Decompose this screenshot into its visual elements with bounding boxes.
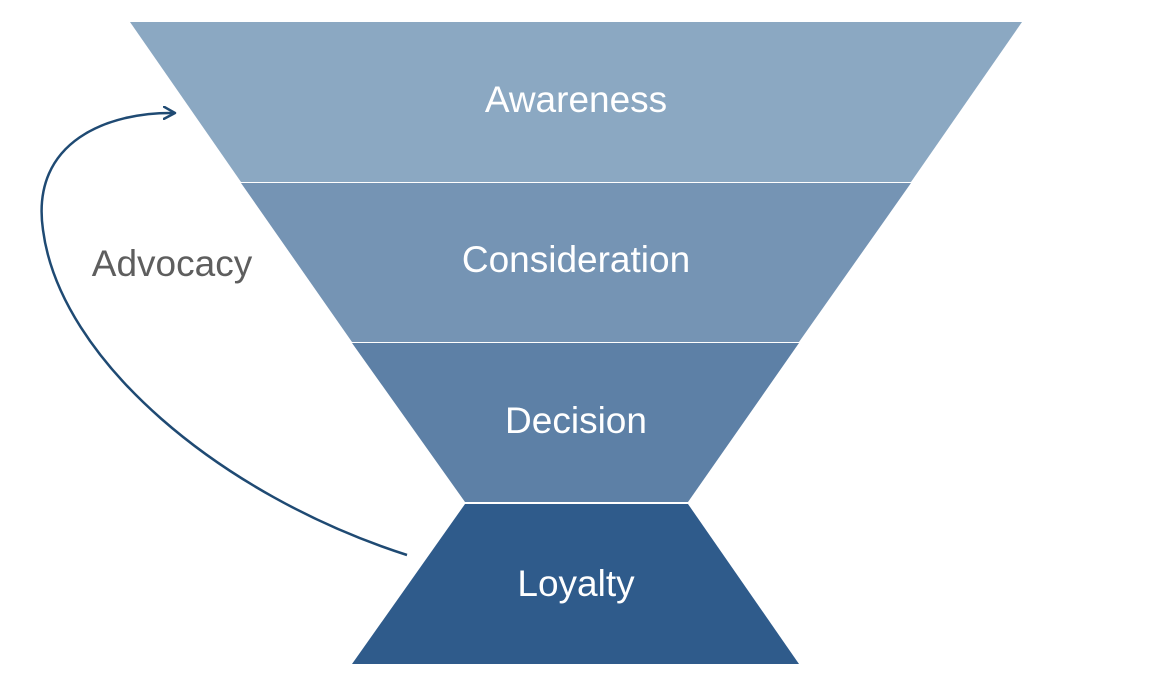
funnel-stage-awareness	[130, 22, 1022, 182]
stage-label-loyalty: Loyalty	[517, 563, 635, 604]
funnel-stage-loyalty	[352, 504, 799, 664]
advocacy-arrow	[40, 113, 408, 557]
stage-label-decision: Decision	[505, 400, 647, 441]
stage-label-awareness: Awareness	[485, 79, 667, 120]
funnel-stage-consideration	[241, 183, 911, 342]
advocacy-label: Advocacy	[92, 243, 253, 284]
stage-label-consideration: Consideration	[462, 239, 690, 280]
funnel-stage-decision	[352, 343, 799, 502]
